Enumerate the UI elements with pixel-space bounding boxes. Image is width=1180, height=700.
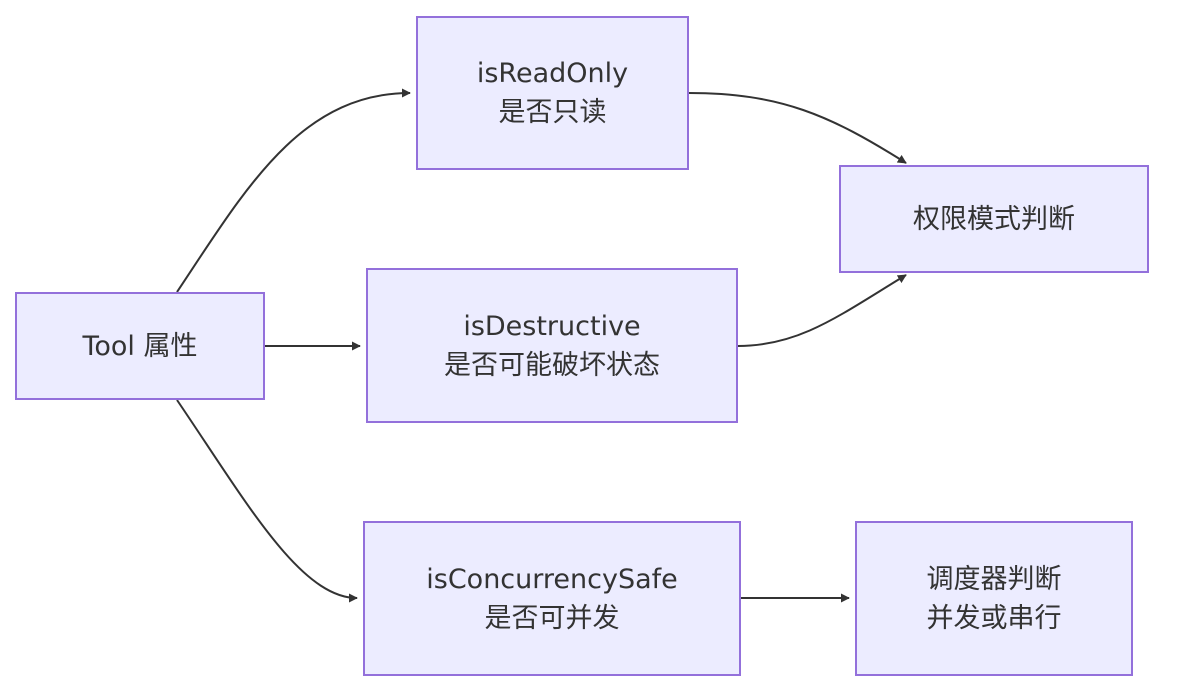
node-sublabel: 是否可并发 <box>484 602 620 634</box>
edge-tool-to-readonly <box>176 88 411 293</box>
node-label: isConcurrencySafe <box>426 563 678 595</box>
edge-readonly-to-permission <box>688 92 907 164</box>
node-is-read-only: isReadOnly 是否只读 <box>416 16 689 170</box>
node-is-destructive: isDestructive 是否可能破坏状态 <box>366 268 738 423</box>
node-scheduler: 调度器判断 并发或串行 <box>855 521 1133 676</box>
node-sublabel: 并发或串行 <box>926 602 1062 634</box>
node-sublabel: 是否可能破坏状态 <box>444 349 660 381</box>
node-label: 权限模式判断 <box>913 203 1075 235</box>
edge-destructive-to-permission <box>737 274 907 347</box>
node-label: isDestructive <box>463 310 641 342</box>
node-tool-properties: Tool 属性 <box>15 292 265 400</box>
node-label: isReadOnly <box>476 58 629 89</box>
node-label: 调度器判断 <box>926 563 1062 595</box>
node-permission-mode: 权限模式判断 <box>839 165 1149 273</box>
edge-tool-to-concurrency <box>176 399 358 603</box>
node-sublabel: 是否只读 <box>498 97 607 128</box>
node-label: Tool 属性 <box>82 330 198 362</box>
node-is-concurrency-safe: isConcurrencySafe 是否可并发 <box>363 521 741 676</box>
